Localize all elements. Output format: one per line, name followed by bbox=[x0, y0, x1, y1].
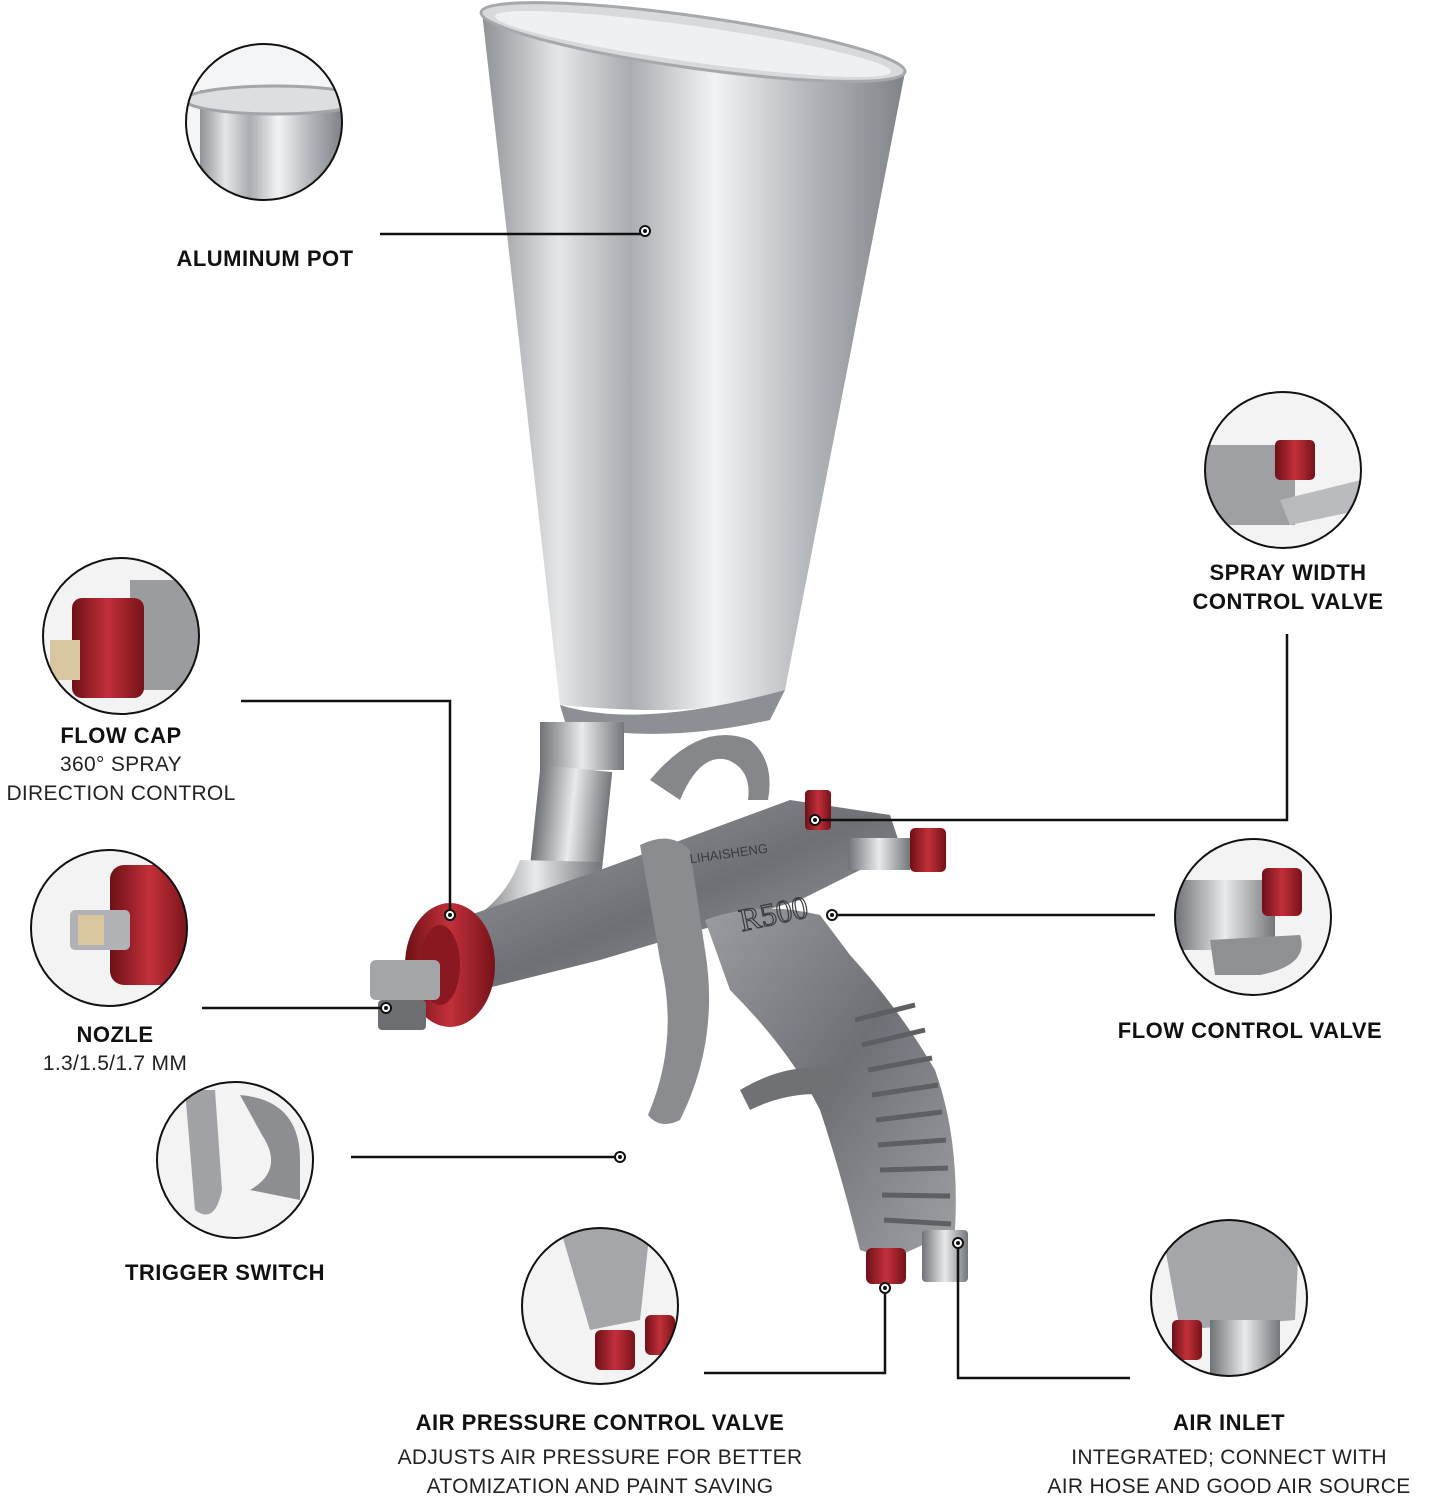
detail-circle-spray-width bbox=[1204, 391, 1362, 549]
label-spray-width: SPRAY WIDTH CONTROL VALVE bbox=[1160, 558, 1416, 616]
label-trigger: TRIGGER SWITCH bbox=[124, 1260, 326, 1285]
aluminum-pot bbox=[479, 1, 907, 734]
label-air-pressure-title: AIR PRESSURE CONTROL VALVE bbox=[415, 1410, 785, 1435]
label-flow-cap: FLOW CAP 360° SPRAY DIRECTION CONTROL bbox=[0, 721, 242, 808]
label-nozzle-title: NOZLE bbox=[76, 1022, 154, 1047]
label-flow-cap-line1: 360° SPRAY bbox=[60, 753, 182, 776]
label-flow-control: FLOW CONTROL VALVE bbox=[1117, 1018, 1383, 1043]
label-aluminum-pot: ALUMINUM POT bbox=[176, 246, 354, 271]
label-air-inlet-line1: INTEGRATED; CONNECT WITH bbox=[1071, 1446, 1387, 1469]
leader-lines bbox=[202, 232, 1289, 1380]
label-spray-width-line2: CONTROL VALVE bbox=[1192, 589, 1384, 614]
detail-circle-pot bbox=[185, 43, 343, 201]
detail-circle-nozzle bbox=[30, 849, 188, 1007]
marker-dots bbox=[380, 225, 964, 1294]
detail-circle-air-pressure bbox=[521, 1227, 679, 1385]
label-spray-width-line1: SPRAY WIDTH bbox=[1209, 560, 1367, 585]
detail-circle-flow-cap bbox=[42, 557, 200, 715]
gun-body bbox=[370, 735, 968, 1284]
detail-circle-trigger bbox=[156, 1081, 314, 1239]
label-air-pressure: AIR PRESSURE CONTROL VALVE ADJUSTS AIR P… bbox=[370, 1408, 830, 1501]
detail-circle-flow-control bbox=[1174, 838, 1332, 996]
label-flow-cap-title: FLOW CAP bbox=[60, 723, 182, 748]
label-air-inlet: AIR INLET INTEGRATED; CONNECT WITH AIR H… bbox=[1025, 1408, 1433, 1501]
label-nozzle: NOZLE 1.3/1.5/1.7 MM bbox=[20, 1020, 210, 1078]
label-nozzle-sub: 1.3/1.5/1.7 MM bbox=[42, 1052, 188, 1075]
label-flow-cap-line2: DIRECTION CONTROL bbox=[6, 782, 236, 805]
label-air-inlet-title: AIR INLET bbox=[1172, 1410, 1286, 1435]
label-air-pressure-line2: ATOMIZATION AND PAINT SAVING bbox=[426, 1475, 774, 1498]
label-air-inlet-line2: AIR HOSE AND GOOD AIR SOURCE bbox=[1047, 1475, 1411, 1498]
label-air-pressure-line1: ADJUSTS AIR PRESSURE FOR BETTER bbox=[397, 1446, 803, 1469]
detail-circle-air-inlet bbox=[1150, 1219, 1308, 1377]
